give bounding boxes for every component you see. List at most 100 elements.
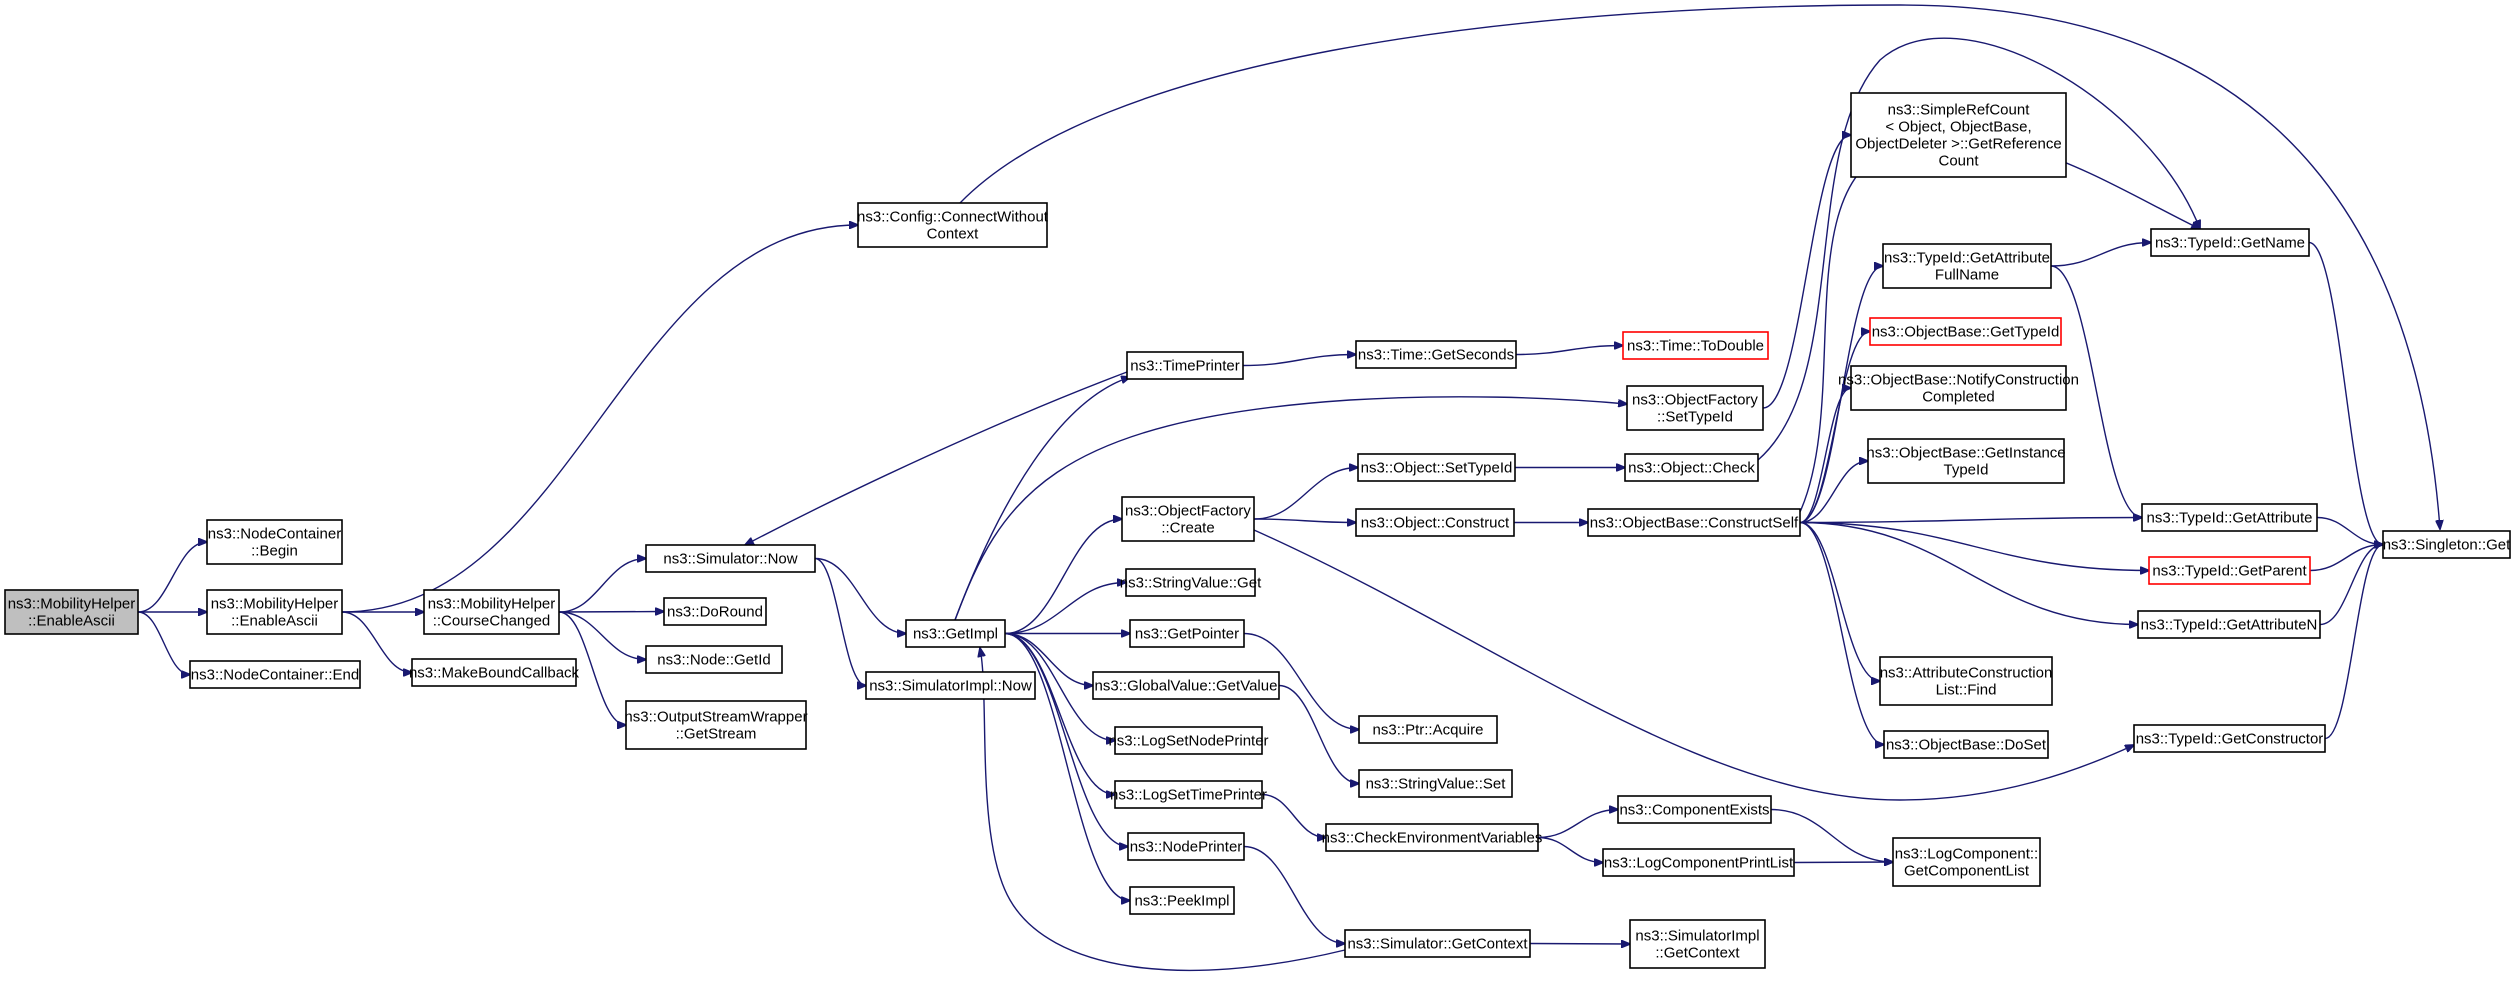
node-label: ns3::TypeId::GetParent <box>2152 562 2307 579</box>
node-objbase-gettypeid[interactable]: ns3::ObjectBase::GetTypeId <box>1869 317 2062 346</box>
node-osw-getstream[interactable]: ns3::OutputStreamWrapper::GetStream <box>624 700 808 750</box>
node-object-construct[interactable]: ns3::Object::Construct <box>1355 508 1515 537</box>
node-label: ns3::TypeId::GetAttributeN <box>2141 616 2318 633</box>
node-label: ::Create <box>1161 519 1214 536</box>
node-nc-end[interactable]: ns3::NodeContainer::End <box>189 660 361 689</box>
edge-timeprinter-to-sim_now <box>745 371 1128 545</box>
node-objbase-doset[interactable]: ns3::ObjectBase::DoSet <box>1883 730 2049 759</box>
edge-typeid_getattrfullname-to-typeid_getattribute <box>2050 265 2142 518</box>
node-getpointer[interactable]: ns3::GetPointer <box>1129 619 1245 648</box>
node-label: ns3::ObjectBase::GetTypeId <box>1872 323 2060 340</box>
node-simimpl-now[interactable]: ns3::SimulatorImpl::Now <box>865 671 1036 700</box>
node-box <box>1622 331 1769 360</box>
edge-cfg_connect-to-singleton_get <box>959 4 2440 529</box>
node-nodeprinter[interactable]: ns3::NodePrinter <box>1127 832 1245 861</box>
node-box <box>905 619 1006 648</box>
node-box <box>1624 453 1759 482</box>
node-objbase-constructself[interactable]: ns3::ObjectBase::ConstructSelf <box>1587 508 1801 537</box>
node-box <box>2137 610 2321 639</box>
node-typeid-getname[interactable]: ns3::TypeId::GetName <box>2150 228 2310 257</box>
node-root[interactable]: ns3::MobilityHelper::EnableAscii <box>4 589 139 635</box>
node-checkenv[interactable]: ns3::CheckEnvironmentVariables <box>1322 823 1543 852</box>
node-time-todouble[interactable]: ns3::Time::ToDouble <box>1622 331 1769 360</box>
node-label: ns3::LogComponent:: <box>1895 845 2038 862</box>
node-label: ns3::OutputStreamWrapper <box>624 708 807 725</box>
node-nc-begin[interactable]: ns3::NodeContainer::Begin <box>206 519 343 565</box>
node-logsetnodeprinter[interactable]: ns3::LogSetNodePrinter <box>1108 726 1269 755</box>
edge-time_getseconds-to-time_todouble <box>1515 346 1623 356</box>
node-label: ns3::Simulator::Now <box>663 550 797 567</box>
node-globalvalue-getvalue[interactable]: ns3::GlobalValue::GetValue <box>1092 671 1280 700</box>
edge-typeid_getparent-to-singleton_get <box>2309 545 2383 572</box>
node-label: ns3::PeekImpl <box>1134 892 1229 909</box>
node-box <box>1882 243 2052 289</box>
edge-typeid_getattribute-to-singleton_get <box>2316 516 2383 545</box>
node-label: ::GetContext <box>1655 944 1740 961</box>
node-logcomponent-getlist[interactable]: ns3::LogComponent::GetComponentList <box>1892 837 2041 887</box>
edge-objfactory_create-to-object_settypeid <box>1253 468 1358 520</box>
node-label: ns3::Simulator::GetContext <box>1347 935 1528 952</box>
edge-getimpl-to-objfactory_create <box>1004 519 1122 635</box>
node-objbase-notify[interactable]: ns3::ObjectBase::NotifyConstructionCompl… <box>1838 365 2079 411</box>
node-label: ns3::TimePrinter <box>1130 357 1239 374</box>
node-simimpl-getcontext[interactable]: ns3::SimulatorImpl::GetContext <box>1629 919 1766 969</box>
node-label: ::Begin <box>251 542 298 559</box>
node-box <box>1126 351 1244 380</box>
node-label: ns3::Object::Construct <box>1361 514 1510 531</box>
node-label: ns3::Time::GetSeconds <box>1358 346 1514 363</box>
edge-objbase_constructself-to-typeid_getattribute <box>1799 518 2142 524</box>
node-sim-now[interactable]: ns3::Simulator::Now <box>645 544 816 573</box>
node-ptr-acquire[interactable]: ns3::Ptr::Acquire <box>1358 715 1498 744</box>
node-box <box>1357 453 1516 482</box>
node-box <box>1883 730 2049 759</box>
node-mh-course[interactable]: ns3::MobilityHelper::CourseChanged <box>423 589 560 635</box>
node-getimpl[interactable]: ns3::GetImpl <box>905 619 1006 648</box>
node-object-check[interactable]: ns3::Object::Check <box>1624 453 1759 482</box>
node-time-getseconds[interactable]: ns3::Time::GetSeconds <box>1355 340 1517 369</box>
node-objfactory-create[interactable]: ns3::ObjectFactory::Create <box>1121 496 1255 542</box>
node-typeid-getparent[interactable]: ns3::TypeId::GetParent <box>2148 556 2311 585</box>
node-stringvalue-get[interactable]: ns3::StringValue::Get <box>1120 568 1262 597</box>
node-simplerefcount[interactable]: ns3::SimpleRefCount< Object, ObjectBase,… <box>1850 92 2067 178</box>
node-logsettimeprinter[interactable]: ns3::LogSetTimePrinter <box>1110 780 1267 809</box>
node-object-settypeid[interactable]: ns3::Object::SetTypeId <box>1357 453 1516 482</box>
node-singleton-get[interactable]: ns3::Singleton::Get <box>2382 530 2511 559</box>
node-sim-getcontext[interactable]: ns3::Simulator::GetContext <box>1344 929 1531 958</box>
node-doround[interactable]: ns3::DoRound <box>663 597 767 626</box>
edge-nodeprinter-to-sim_getcontext <box>1243 845 1345 944</box>
node-label: ::CourseChanged <box>433 612 551 629</box>
edge-getimpl-to-stringvalue_get <box>1004 583 1126 635</box>
node-timeprinter[interactable]: ns3::TimePrinter <box>1126 351 1244 380</box>
node-typeid-getattributen[interactable]: ns3::TypeId::GetAttributeN <box>2137 610 2321 639</box>
edge-sim_now-to-getimpl <box>814 557 906 634</box>
node-label: ns3::TypeId::GetAttribute <box>2147 509 2313 526</box>
node-label: ns3::StringValue::Set <box>1366 775 1507 792</box>
node-box <box>189 660 361 689</box>
node-stringvalue-set[interactable]: ns3::StringValue::Set <box>1358 769 1513 798</box>
node-label: ns3::Object::Check <box>1628 459 1755 476</box>
node-label: ns3::LogSetTimePrinter <box>1110 786 1267 803</box>
node-box <box>645 645 783 674</box>
node-label: ns3::NodePrinter <box>1130 838 1243 855</box>
node-typeid-getconstructor[interactable]: ns3::TypeId::GetConstructor <box>2133 724 2326 753</box>
node-layer: ns3::MobilityHelper::EnableAsciins3::Nod… <box>4 92 2511 969</box>
node-objfactory-settypeid[interactable]: ns3::ObjectFactory::SetTypeId <box>1626 385 1764 431</box>
node-label: ::EnableAscii <box>28 612 115 629</box>
node-box <box>2148 556 2311 585</box>
edge-objbase_constructself-to-objbase_notify <box>1799 388 1851 524</box>
edge-logsettimeprinter-to-checkenv <box>1261 793 1326 838</box>
node-typeid-getattribute[interactable]: ns3::TypeId::GetAttribute <box>2141 503 2318 532</box>
node-componentexists[interactable]: ns3::ComponentExists <box>1617 795 1772 824</box>
node-mh-enable[interactable]: ns3::MobilityHelper::EnableAscii <box>206 589 343 635</box>
node-label: ns3::DoRound <box>667 603 763 620</box>
node-logcomponentprintlist[interactable]: ns3::LogComponentPrintList <box>1602 848 1795 877</box>
node-peekimpl[interactable]: ns3::PeekImpl <box>1129 886 1235 915</box>
edge-getimpl-to-peekimpl <box>1004 632 1130 901</box>
node-node-getid[interactable]: ns3::Node::GetId <box>645 645 783 674</box>
node-make-bound[interactable]: ns3::MakeBoundCallback <box>409 658 580 687</box>
